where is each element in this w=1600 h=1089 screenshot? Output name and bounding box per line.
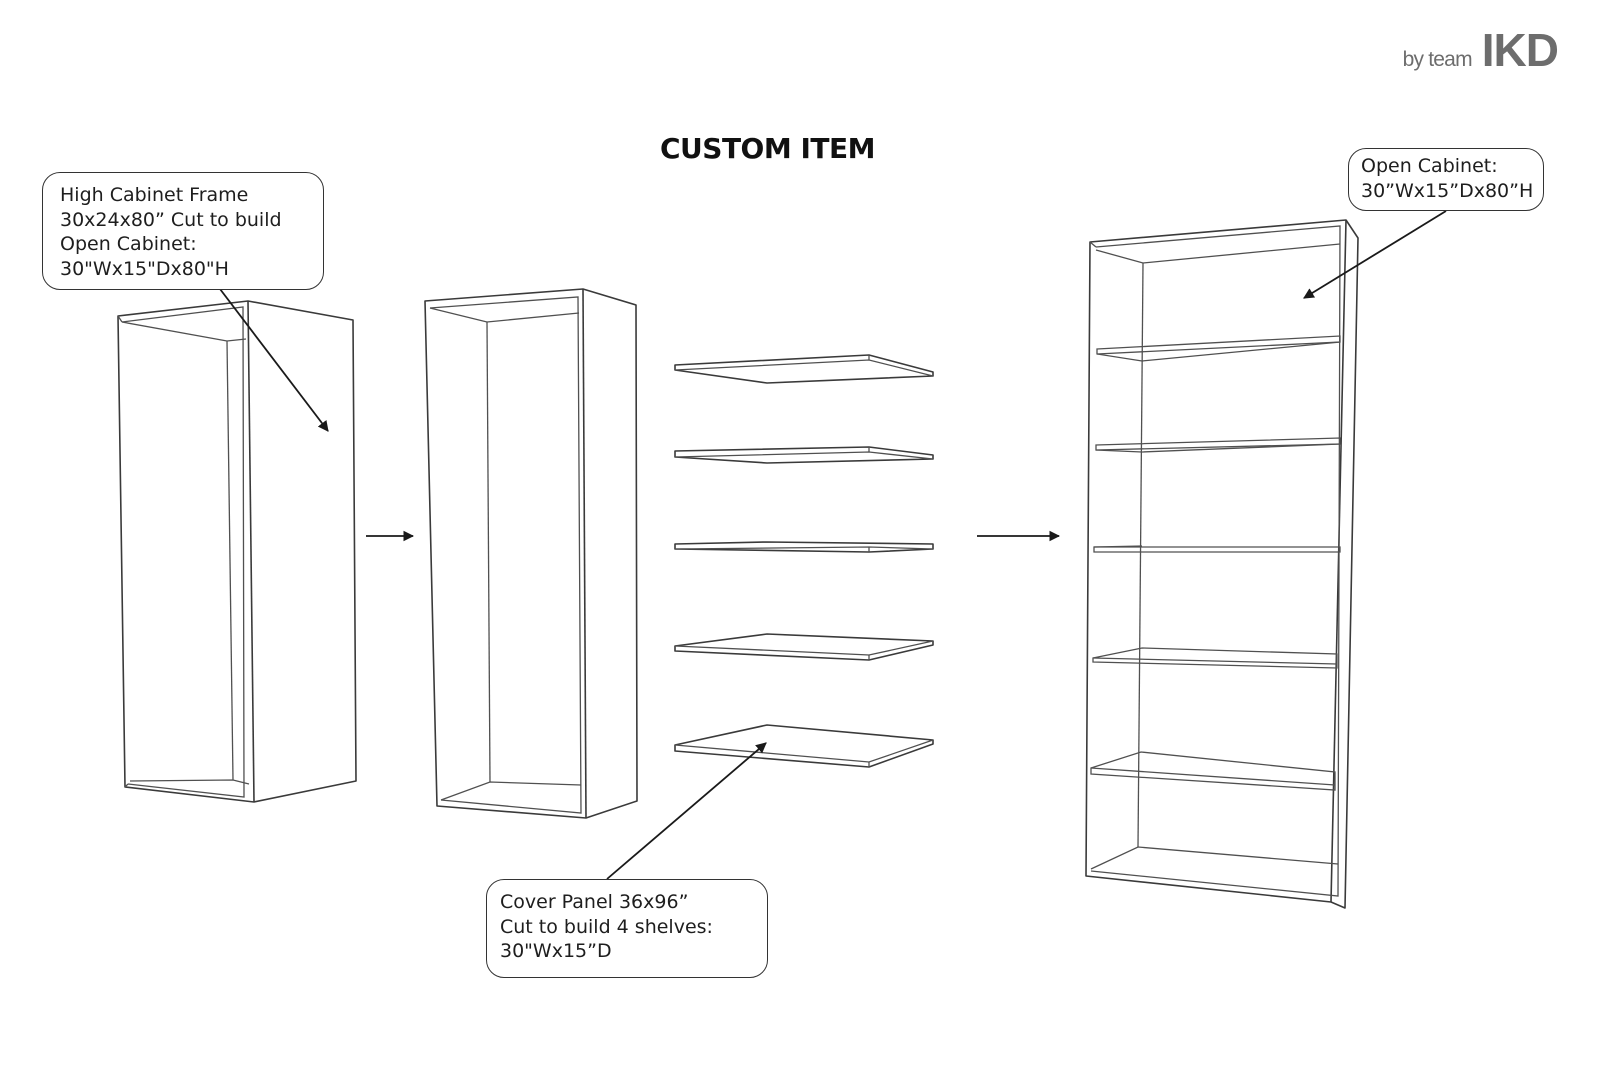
callout-line: Open Cabinet: <box>1361 155 1498 177</box>
callout-line: High Cabinet Frame <box>60 184 249 206</box>
open-cabinet-leader-arrow <box>1303 210 1447 299</box>
brand-prefix: by team <box>1402 48 1473 71</box>
callout-cover-panel: Cover Panel 36x96” Cut to build 4 shelve… <box>486 879 768 978</box>
callout-line: Open Cabinet: <box>60 233 197 255</box>
cover-panel-leader-arrow <box>606 742 767 880</box>
callout-line: 30x24x80” Cut to build <box>60 208 282 231</box>
callout-line: 30”Wx15”Dx80”H <box>1361 179 1534 202</box>
high-cabinet-leader-arrow <box>219 288 329 432</box>
callout-high-cabinet-frame: High Cabinet Frame 30x24x80” Cut to buil… <box>42 172 324 290</box>
callout-line: 30"Wx15”D <box>500 940 612 962</box>
callout-line: Cover Panel 36x96” <box>500 891 689 913</box>
callout-line: 30"Wx15"Dx80"H <box>60 257 229 280</box>
shelf-3 <box>674 541 934 553</box>
shelf-1 <box>674 354 934 384</box>
callout-line: Cut to build 4 shelves: <box>500 915 713 938</box>
shelf-5 <box>674 724 934 768</box>
high-cabinet-frame <box>117 300 357 803</box>
shelf-2 <box>674 446 934 464</box>
brand-logo: by team IKD <box>1402 24 1559 76</box>
page-title: CUSTOM ITEM <box>660 132 875 165</box>
assembled-open-cabinet <box>1085 219 1359 909</box>
callout-open-cabinet: Open Cabinet: 30”Wx15”Dx80”H <box>1348 148 1544 211</box>
shelf-4 <box>674 633 934 661</box>
brand-wordmark: IKD <box>1481 24 1559 76</box>
cut-cabinet-frame <box>424 288 638 819</box>
